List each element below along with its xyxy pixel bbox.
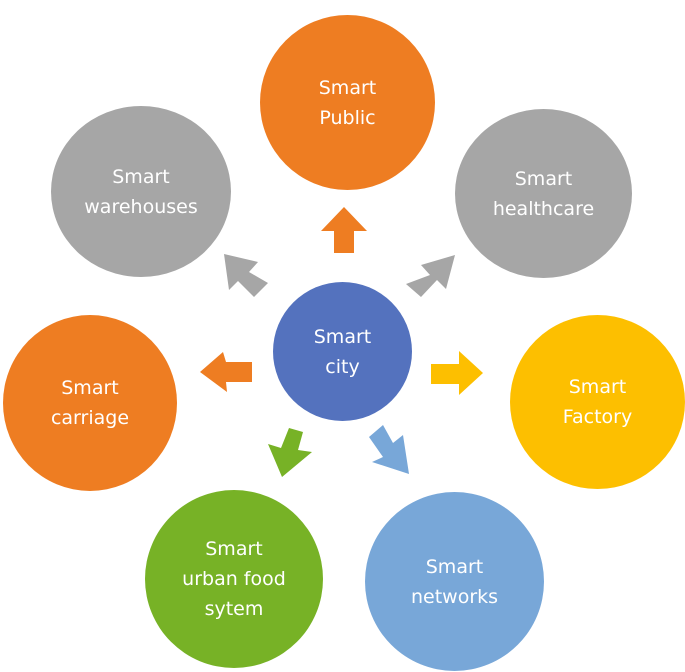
node-line: sytem — [204, 598, 264, 620]
node-line: Smart — [514, 167, 573, 190]
node-line: Smart — [112, 165, 170, 188]
center-node-smart-city: Smart city — [273, 282, 412, 421]
arrow-to-carriage — [200, 352, 252, 392]
node-line: Smart — [318, 76, 377, 99]
node-line: Factory — [562, 406, 633, 428]
arrow-to-networks — [369, 425, 409, 474]
node-line: carriage — [50, 407, 130, 429]
node-smart-factory: Smart Factory — [510, 315, 685, 489]
node-smart-public: Smart Public — [260, 15, 435, 190]
arrow-to-food — [268, 428, 312, 477]
node-smart-warehouses: Smart warehouses — [51, 106, 231, 277]
arrow-to-factory — [431, 351, 483, 395]
node-smart-carriage: Smart carriage — [3, 315, 177, 491]
node-smart-urban-food-system: Smart urban food sytem — [145, 490, 323, 668]
node-smart-healthcare: Smart healthcare — [455, 109, 632, 278]
node-line: Smart — [568, 376, 627, 398]
center-line-2: city — [325, 355, 360, 378]
node-line: networks — [410, 585, 499, 608]
node-line: urban food — [182, 568, 286, 590]
arrow-to-healthcare — [406, 255, 455, 297]
node-line: Smart — [425, 555, 484, 578]
node-line: warehouses — [84, 195, 198, 218]
center-line-1: Smart — [313, 325, 372, 348]
node-line: healthcare — [492, 197, 595, 220]
node-line: Public — [319, 106, 376, 129]
node-line: Smart — [205, 538, 263, 560]
arrow-to-public — [321, 207, 367, 253]
arrow-to-warehouses — [224, 254, 268, 297]
node-smart-networks: Smart networks — [365, 492, 544, 671]
node-line: Smart — [61, 377, 119, 399]
